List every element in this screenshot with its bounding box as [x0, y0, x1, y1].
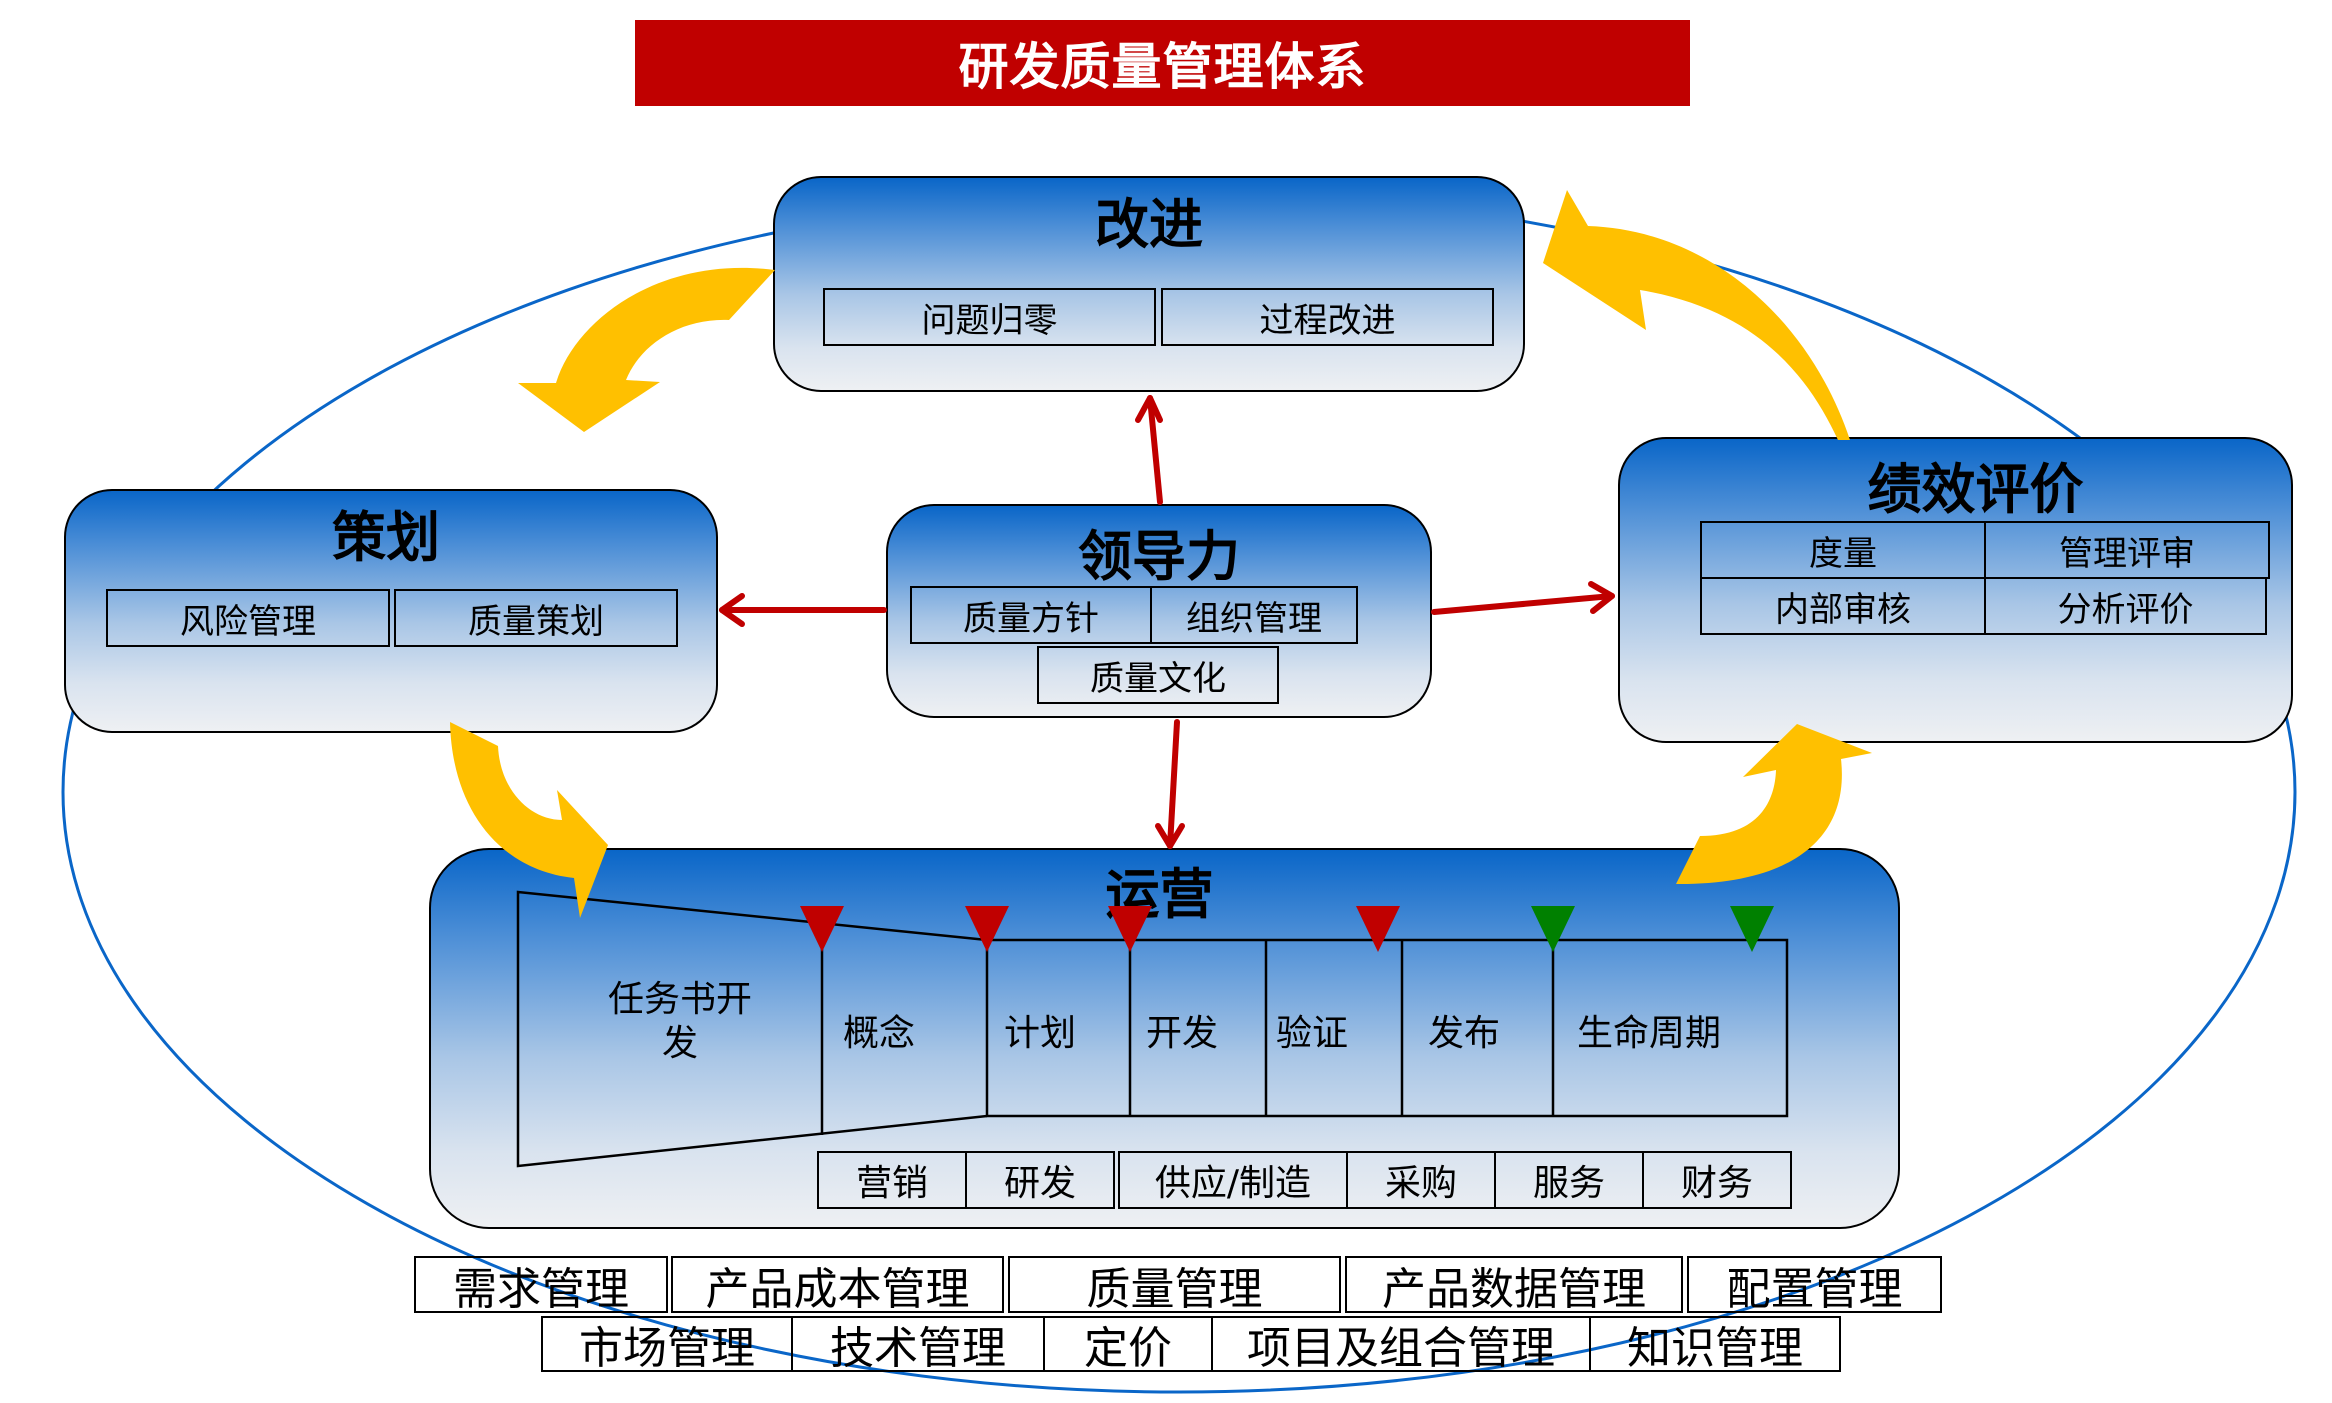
support-pricing: 定价	[1043, 1316, 1213, 1374]
dept-procurement: 采购	[1346, 1151, 1496, 1209]
stage-plan: 计划	[1004, 1000, 1076, 1060]
stage-lifecycle: 生命周期	[1577, 1000, 1721, 1060]
stage-label: 任务书开发	[607, 979, 752, 1064]
stage-label: 验证	[1276, 1013, 1349, 1054]
gate-marker-green	[1531, 906, 1575, 952]
support-market: 市场管理	[541, 1316, 793, 1374]
improve-item-process-improvement: 过程改进	[1161, 288, 1494, 346]
support-knowledge: 知识管理	[1589, 1316, 1841, 1374]
gate-marker-green	[1730, 906, 1774, 952]
stage-label: 概念	[843, 1013, 916, 1054]
leadership-panel: 领导力 质量方针 组织管理 质量文化	[886, 504, 1432, 718]
improve-item-problem-zero: 问题归零	[823, 288, 1156, 346]
operation-panel: 运营	[429, 848, 1900, 1229]
leadership-title: 领导力	[1078, 525, 1240, 588]
leadership-item-culture: 质量文化	[1037, 646, 1279, 704]
support-product-data: 产品数据管理	[1345, 1256, 1683, 1315]
support-project-portfolio: 项目及组合管理	[1211, 1316, 1591, 1374]
evaluation-item-analysis: 分析评价	[1984, 577, 2267, 635]
stage-verify: 验证	[1276, 1000, 1348, 1060]
stage-label: 计划	[1004, 1013, 1077, 1054]
support-quality: 质量管理	[1008, 1256, 1341, 1315]
improve-panel: 改进 问题归零 过程改进	[773, 176, 1525, 392]
dept-finance: 财务	[1642, 1151, 1792, 1209]
gate-marker-red	[1356, 906, 1400, 952]
dept-marketing: 营销	[817, 1151, 967, 1209]
plan-title: 策划	[332, 506, 440, 569]
title-banner: 研发质量管理体系	[635, 20, 1690, 106]
leadership-item-organization: 组织管理	[1150, 586, 1358, 644]
evaluation-title: 绩效评价	[1867, 458, 2084, 521]
stage-label: 生命周期	[1577, 1013, 1722, 1054]
support-configuration: 配置管理	[1687, 1256, 1942, 1315]
support-technology: 技术管理	[791, 1316, 1045, 1374]
funnel-outline	[516, 890, 988, 1168]
evaluation-item-internal-audit: 内部审核	[1700, 577, 1986, 635]
improve-title: 改进	[1095, 193, 1203, 256]
plan-item-quality-planning: 质量策划	[394, 589, 678, 647]
gate-marker-red	[1108, 906, 1152, 952]
stage-label: 发布	[1428, 1013, 1501, 1054]
support-product-cost: 产品成本管理	[671, 1256, 1004, 1315]
plan-panel: 策划 风险管理 质量策划	[64, 489, 718, 733]
gate-marker-red	[800, 906, 844, 952]
leadership-item-policy: 质量方针	[910, 586, 1152, 644]
plan-item-risk: 风险管理	[106, 589, 390, 647]
dept-service: 服务	[1494, 1151, 1644, 1209]
stage-concept: 概念	[843, 1000, 915, 1060]
evaluation-panel: 绩效评价 度量 管理评审 内部审核 分析评价	[1618, 437, 2293, 743]
stage-release: 发布	[1428, 1000, 1500, 1060]
stage-develop: 开发	[1146, 1000, 1218, 1060]
page-title: 研发质量管理体系	[958, 38, 1367, 96]
stage-label: 开发	[1146, 1013, 1219, 1054]
stage-task-book: 任务书开发	[590, 972, 770, 1072]
support-requirements: 需求管理	[414, 1256, 668, 1315]
stage-box	[985, 938, 1789, 1118]
dept-rnd: 研发	[965, 1151, 1115, 1209]
dept-supply-manufacturing: 供应/制造	[1118, 1151, 1348, 1209]
gate-marker-red	[965, 906, 1009, 952]
